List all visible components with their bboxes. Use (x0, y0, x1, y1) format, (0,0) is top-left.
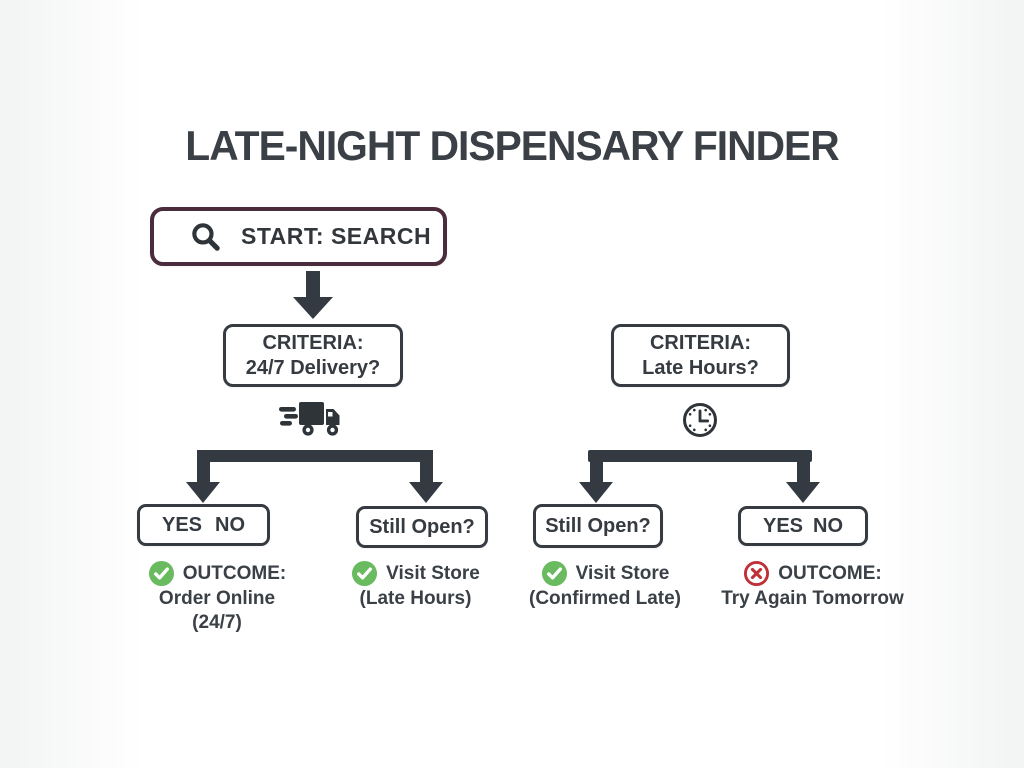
down-arrow-icon (293, 297, 333, 319)
outcome-try-again-line2: Try Again Tomorrow (721, 588, 904, 609)
right-branch-no-shaft (797, 450, 810, 484)
outcome-order-online: OUTCOME: Order Online (24/7) (128, 560, 306, 635)
right-yes-no-node: YES NO (738, 506, 868, 546)
criteria-late-line2: Late Hours? (642, 356, 759, 379)
outcome-order-online-line1: OUTCOME: (182, 562, 287, 584)
left-branch-yes-arrow-icon (186, 482, 220, 503)
outcome-confirmed-late-line2: (Confirmed Late) (529, 588, 681, 609)
criteria-late-hours-node: CRITERIA: Late Hours? (611, 324, 790, 387)
left-branch-yes-shaft (197, 450, 210, 484)
right-branch-yes-arrow-icon (579, 482, 613, 503)
left-branch-bar (198, 450, 432, 462)
left-branch-no-arrow-icon (409, 482, 443, 503)
outcome-visit-store-late-hours: Visit Store (Late Hours) (333, 560, 498, 611)
start-search-node: START: SEARCH (150, 207, 447, 266)
right-still-open-label: Still Open? (545, 514, 651, 537)
right-yes-label: YES (763, 514, 804, 537)
magnifier-icon (192, 223, 220, 251)
outcome-visit-store-line2: (Late Hours) (359, 588, 472, 609)
left-yes-no-node: YES NO (137, 504, 270, 546)
left-still-open-node: Still Open? (356, 506, 488, 548)
check-circle-icon (352, 560, 378, 587)
start-label: START: SEARCH (241, 223, 432, 249)
left-yes-label: YES (162, 513, 203, 536)
criteria-late-line1: CRITERIA: (649, 331, 752, 354)
right-no-label: NO (813, 514, 843, 537)
outcome-order-online-line3: (24/7) (192, 612, 242, 633)
criteria-delivery-node: CRITERIA: 24/7 Delivery? (223, 324, 403, 387)
x-circle-icon (744, 560, 770, 587)
page-title: LATE-NIGHT DISPENSARY FINDER (185, 122, 839, 169)
right-branch-no-arrow-icon (786, 482, 820, 503)
outcome-try-again-tomorrow: OUTCOME: Try Again Tomorrow (700, 560, 925, 611)
outcome-order-online-line2: Order Online (158, 588, 276, 609)
criteria-delivery-line1: CRITERIA: (262, 331, 364, 354)
outcome-confirmed-late-line1: Visit Store (575, 562, 670, 584)
check-circle-icon (541, 560, 567, 587)
outcome-visit-store-confirmed-late: Visit Store (Confirmed Late) (515, 560, 695, 611)
left-no-label: NO (215, 513, 245, 536)
right-still-open-node: Still Open? (533, 504, 663, 548)
right-branch-bar (588, 450, 812, 462)
down-arrow-shaft (306, 271, 320, 299)
delivery-truck-icon (279, 402, 340, 436)
left-still-open-label: Still Open? (369, 515, 475, 538)
right-branch-yes-shaft (590, 450, 603, 484)
left-branch-no-shaft (420, 450, 433, 484)
check-circle-icon (148, 560, 174, 587)
outcome-try-again-line1: OUTCOME: (778, 562, 882, 584)
criteria-delivery-line2: 24/7 Delivery? (245, 356, 381, 379)
outcome-visit-store-line1: Visit Store (386, 562, 480, 584)
clock-icon (682, 402, 718, 438)
